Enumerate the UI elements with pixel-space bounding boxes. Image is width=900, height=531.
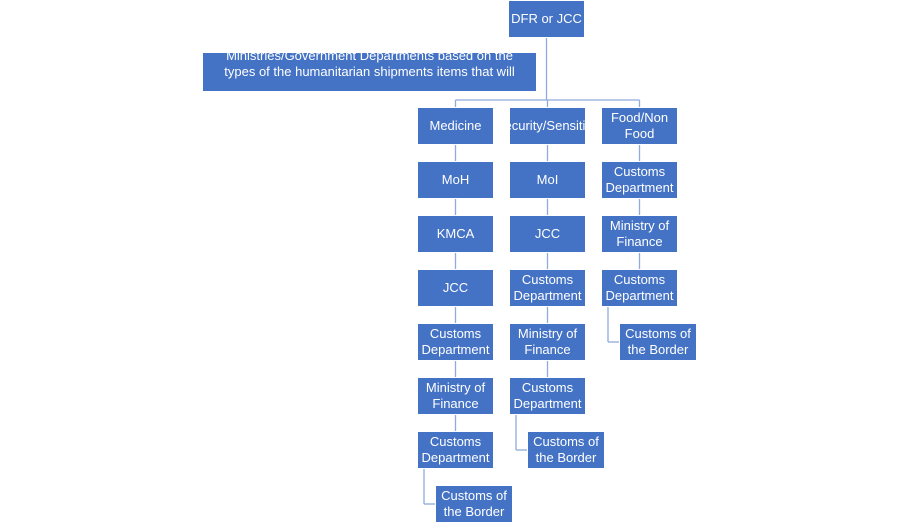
branch-0-step-5: Customs Department bbox=[417, 431, 494, 469]
branch-2-step-0: Customs Department bbox=[601, 161, 678, 199]
branch-2-step-0-label: Customs Department bbox=[605, 164, 674, 195]
branch-0-step-2-label: JCC bbox=[442, 280, 469, 295]
branch-2-step-2-label: Customs Department bbox=[605, 272, 674, 303]
branch-1-header: Security/Sensitive bbox=[509, 107, 586, 145]
branch-1-final: Customs of the Border bbox=[527, 431, 605, 469]
note-line-1: Ministries/Government Departments based … bbox=[226, 52, 513, 63]
branch-1-step-0: MoI bbox=[509, 161, 586, 199]
branch-0-header: Medicine bbox=[417, 107, 494, 145]
branch-0-step-0-label: MoH bbox=[441, 172, 470, 187]
branch-0-step-0: MoH bbox=[417, 161, 494, 199]
branch-1-header-label: Security/Sensitive bbox=[510, 118, 586, 133]
branch-2-step-1: Ministry of Finance bbox=[601, 215, 678, 253]
branch-1-step-4: Customs Department bbox=[509, 377, 586, 415]
branch-0-step-3: Customs Department bbox=[417, 323, 494, 361]
branch-1-step-3-label: Ministry of Finance bbox=[517, 326, 578, 357]
branch-0-step-3-label: Customs Department bbox=[421, 326, 490, 357]
branch-2-header: Food/Non Food bbox=[601, 107, 678, 145]
branch-1-step-2-label: Customs Department bbox=[513, 272, 582, 303]
branch-0-step-4-label: Ministry of Finance bbox=[425, 380, 486, 411]
branch-1-step-2: Customs Department bbox=[509, 269, 586, 307]
branch-0-header-label: Medicine bbox=[429, 118, 482, 133]
branch-0-step-1-label: KMCA bbox=[436, 226, 475, 241]
root-node-label: DFR or JCC bbox=[511, 11, 582, 26]
branch-0-step-1: KMCA bbox=[417, 215, 494, 253]
branch-0-final: Customs of the Border bbox=[435, 485, 513, 523]
root-node: DFR or JCC bbox=[508, 0, 585, 38]
branch-2-header-label: Food/Non Food bbox=[610, 110, 669, 141]
branch-2-step-2: Customs Department bbox=[601, 269, 678, 307]
branch-2-final: Customs of the Border bbox=[619, 323, 697, 361]
branch-0-step-2: JCC bbox=[417, 269, 494, 307]
assistant-note: Ministries/Government Departments based … bbox=[202, 52, 537, 92]
branch-0-step-5-label: Customs Department bbox=[421, 434, 490, 465]
branch-1-step-0-label: MoI bbox=[536, 172, 559, 187]
branch-1-step-3: Ministry of Finance bbox=[509, 323, 586, 361]
note-line-2: types of the humanitarian shipments item… bbox=[224, 64, 515, 79]
branch-2-final-label: Customs of the Border bbox=[625, 326, 691, 357]
branch-1-step-1: JCC bbox=[509, 215, 586, 253]
branch-1-final-label: Customs of the Border bbox=[533, 434, 599, 465]
branch-0-final-label: Customs of the Border bbox=[441, 488, 507, 519]
branch-2-step-1-label: Ministry of Finance bbox=[609, 218, 670, 249]
branch-1-step-1-label: JCC bbox=[534, 226, 561, 241]
branch-1-step-4-label: Customs Department bbox=[513, 380, 582, 411]
branch-0-step-4: Ministry of Finance bbox=[417, 377, 494, 415]
